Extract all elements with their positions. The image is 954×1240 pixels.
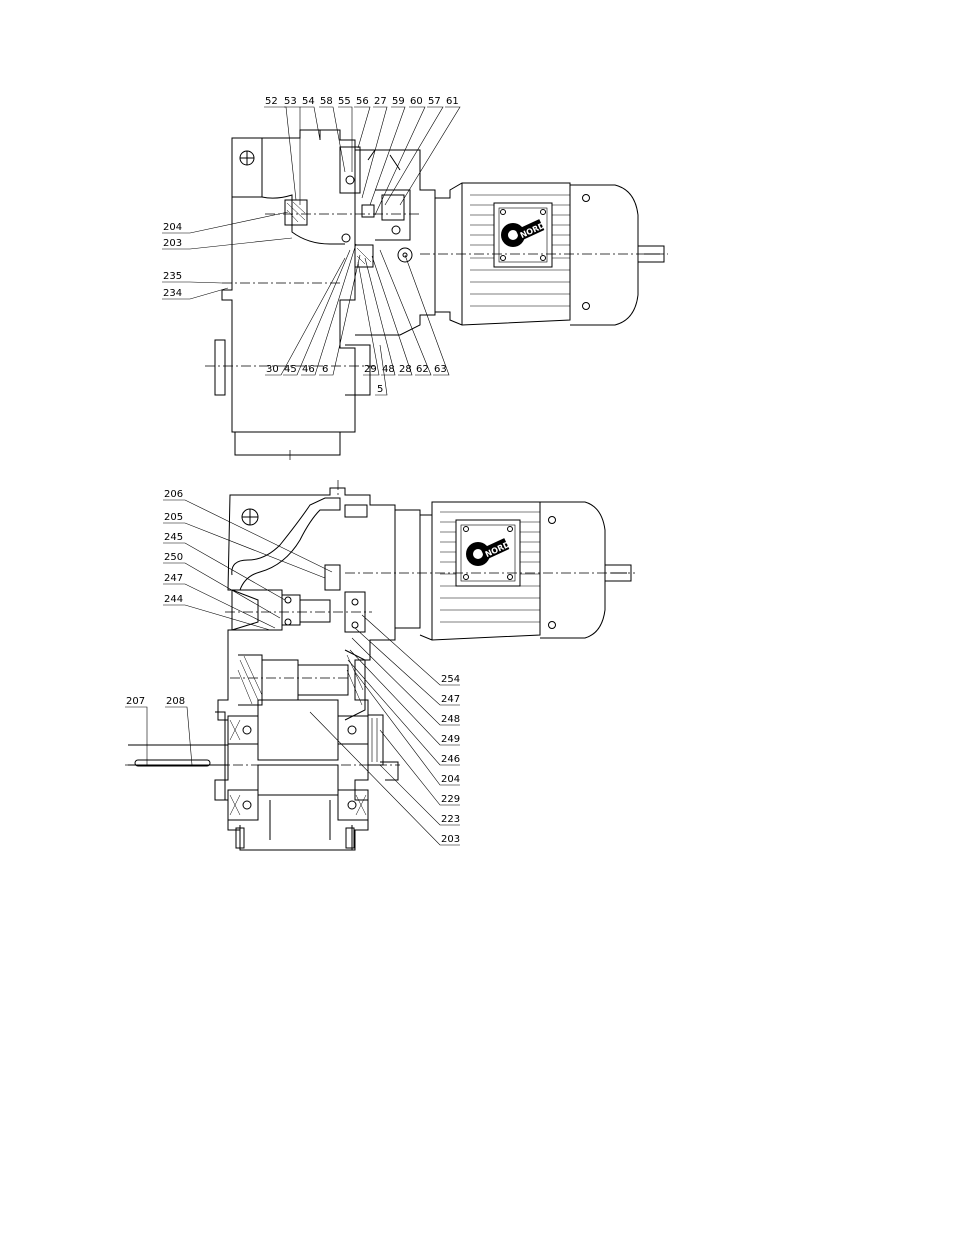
callout-59: 59 bbox=[392, 96, 405, 107]
callout-206: 206 bbox=[164, 489, 183, 500]
bottom-callouts-left: 206 205 245 250 247 244 207 208 bbox=[126, 489, 185, 707]
callout-246: 246 bbox=[441, 754, 460, 765]
callout-205: 205 bbox=[164, 512, 183, 523]
callout-60: 60 bbox=[410, 96, 423, 107]
callout-204: 204 bbox=[163, 222, 182, 233]
callout-27: 27 bbox=[374, 96, 387, 107]
callout-56: 56 bbox=[356, 96, 369, 107]
callout-6: 6 bbox=[322, 364, 328, 375]
callout-203-right: 203 bbox=[441, 834, 460, 845]
callout-52: 52 bbox=[265, 96, 278, 107]
callout-48: 48 bbox=[382, 364, 395, 375]
callout-248: 248 bbox=[441, 714, 460, 725]
callout-247-right: 247 bbox=[441, 694, 460, 705]
callout-58: 58 bbox=[320, 96, 333, 107]
bottom-callouts-right: 254 247 248 249 246 204 229 223 203 bbox=[441, 674, 460, 845]
top-gearbox-assembly bbox=[215, 130, 435, 455]
callout-53: 53 bbox=[284, 96, 297, 107]
callout-204-right: 204 bbox=[441, 774, 460, 785]
callout-55: 55 bbox=[338, 96, 351, 107]
top-callouts-left: 204 203 235 234 bbox=[163, 222, 182, 299]
callout-250: 250 bbox=[164, 552, 183, 563]
top-callouts-top: 52 53 54 58 55 56 27 59 60 57 61 bbox=[265, 96, 459, 107]
callout-203: 203 bbox=[163, 238, 182, 249]
callout-234: 234 bbox=[163, 288, 182, 299]
callout-208: 208 bbox=[166, 696, 185, 707]
callout-223: 223 bbox=[441, 814, 460, 825]
callout-62: 62 bbox=[416, 364, 429, 375]
callout-54: 54 bbox=[302, 96, 315, 107]
callout-229: 229 bbox=[441, 794, 460, 805]
callout-249: 249 bbox=[441, 734, 460, 745]
callout-30: 30 bbox=[266, 364, 279, 375]
callout-207: 207 bbox=[126, 696, 145, 707]
callout-63: 63 bbox=[434, 364, 447, 375]
callout-235: 235 bbox=[163, 271, 182, 282]
callout-245: 245 bbox=[164, 532, 183, 543]
callout-45: 45 bbox=[284, 364, 297, 375]
callout-244: 244 bbox=[164, 594, 183, 605]
callout-46: 46 bbox=[302, 364, 315, 375]
bottom-motor: NORD bbox=[395, 502, 631, 640]
callout-247-left: 247 bbox=[164, 573, 183, 584]
callout-28: 28 bbox=[399, 364, 412, 375]
callout-61: 61 bbox=[446, 96, 459, 107]
callout-29: 29 bbox=[364, 364, 377, 375]
callout-57: 57 bbox=[428, 96, 441, 107]
callout-5: 5 bbox=[377, 384, 383, 395]
top-callouts-bottom: 30 45 46 6 29 48 28 62 63 5 bbox=[266, 364, 447, 395]
callout-254: 254 bbox=[441, 674, 460, 685]
